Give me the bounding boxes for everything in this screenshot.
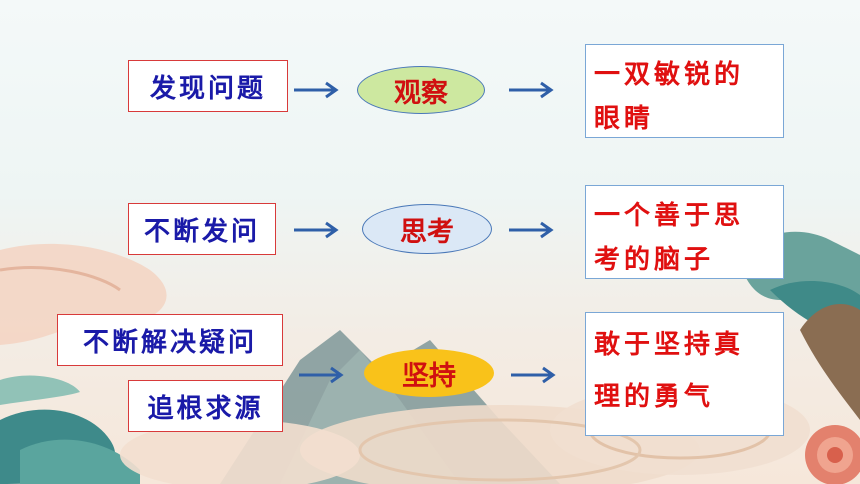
method-oval-observe: 观察 <box>357 66 485 114</box>
arrow-right-icon <box>509 221 554 239</box>
cause-box-keep-asking: 不断发问 <box>128 203 276 255</box>
arrow-right-icon <box>299 366 344 384</box>
result-line: 眼睛 <box>594 104 655 134</box>
arrow-right-icon <box>509 81 554 99</box>
method-oval-persist: 坚持 <box>364 349 494 397</box>
cause-box-trace-source: 追根求源 <box>128 380 283 432</box>
arrow-right-icon <box>294 81 339 99</box>
arrow-right-icon <box>294 221 339 239</box>
result-line: 一双敏锐的 <box>594 60 745 90</box>
result-box-sharp-eyes: 一双敏锐的 眼睛 <box>585 44 784 138</box>
cause-box-discover-problem: 发现问题 <box>128 60 288 112</box>
method-oval-think: 思考 <box>362 204 492 254</box>
result-box-courage: 敢于坚持真 理的勇气 <box>585 312 784 436</box>
result-line: 理的勇气 <box>594 382 715 412</box>
arrow-right-icon <box>511 366 556 384</box>
cause-box-resolve-doubts: 不断解决疑问 <box>57 314 283 366</box>
result-line: 敢于坚持真 <box>594 330 745 360</box>
result-line: 一个善于思 <box>594 201 745 231</box>
result-line: 考的脑子 <box>594 245 715 275</box>
result-box-thinking-brain: 一个善于思 考的脑子 <box>585 185 784 279</box>
